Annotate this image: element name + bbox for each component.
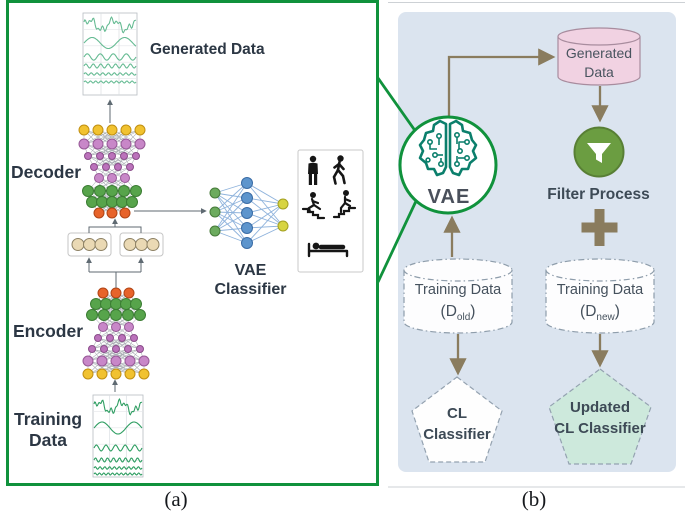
panel-a-connectors	[86, 99, 207, 392]
cl-classifier-label: CL Classifier	[423, 405, 491, 443]
page-rule-lines	[388, 2, 685, 488]
walking-person-icon	[332, 155, 346, 185]
filter-process-icon	[573, 126, 625, 178]
vae-classifier-label: VAE Classifier	[214, 262, 287, 298]
updated-cl-classifier-pentagon	[548, 368, 652, 465]
filter-funnel-icon	[587, 143, 611, 163]
training-data-new-cylinder	[545, 258, 655, 334]
activity-classes-box	[297, 149, 364, 273]
panel-b-caption: (b)	[521, 487, 547, 511]
generated-data-cylinder-label: Generated Data	[565, 45, 633, 80]
encoder-network	[82, 287, 150, 380]
encoder-label: Encoder	[13, 321, 84, 341]
standing-person-icon	[308, 155, 318, 185]
panel-b-arrows	[443, 48, 609, 376]
vae-brain-icon	[418, 119, 478, 177]
generated-data-chart	[82, 12, 138, 96]
training-data-old-cylinder	[403, 258, 513, 334]
vae-classifier-network	[209, 177, 289, 249]
decoder-network	[78, 124, 146, 219]
vae-label: VAE	[427, 186, 471, 208]
decoder-label: Decoder	[11, 162, 82, 182]
lying-on-bed-icon	[307, 242, 349, 258]
zoom-callout-lines	[376, 77, 419, 283]
cl-classifier-pentagon	[411, 376, 503, 463]
latent-variable-boxes	[67, 232, 164, 257]
training-data-new-label: Training Data (Dnew)	[556, 282, 644, 324]
updated-cl-classifier-label: Updated CL Classifier	[554, 399, 646, 437]
training-data-label: Training Data	[13, 409, 83, 450]
walking-downstairs-icon	[301, 192, 326, 220]
filter-process-label: Filter Process	[547, 186, 650, 203]
panel-a-caption: (a)	[164, 487, 188, 511]
training-data-old-label: Training Data (Dold)	[414, 282, 502, 324]
generated-data-label: Generated Data	[150, 41, 265, 58]
walking-upstairs-icon	[332, 190, 357, 219]
training-data-chart	[92, 394, 144, 478]
generated-data-cylinder	[557, 27, 641, 86]
plus-icon	[581, 209, 618, 246]
